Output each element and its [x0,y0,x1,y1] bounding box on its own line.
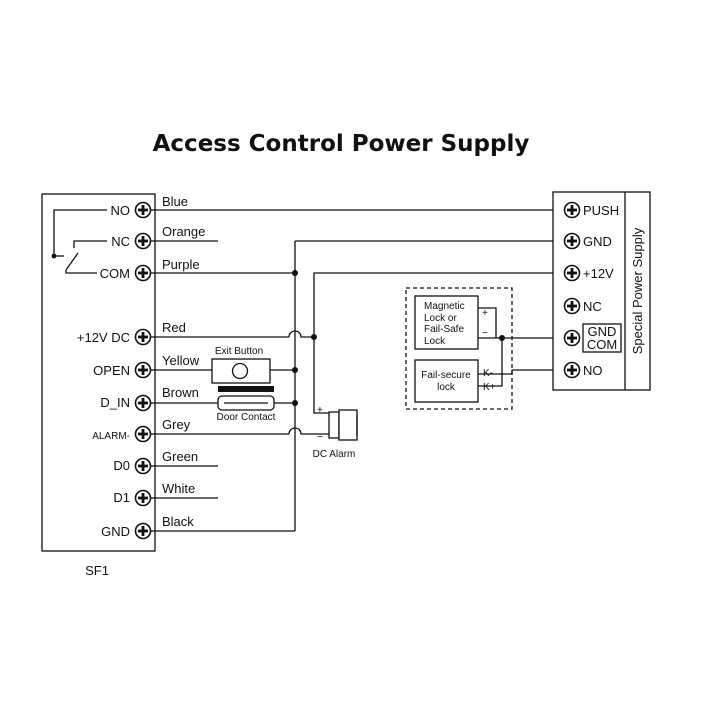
screw-terminal-icon [563,264,581,282]
wire-label-brown: Brown [162,385,199,400]
screw-terminal-icon [563,329,581,347]
psu-label-gnd-2: GND [588,324,617,339]
wire-label-white: White [162,481,195,496]
relay-symbol [51,209,107,274]
dc-alarm-device: + − DC Alarm [313,405,358,460]
screw-terminal-icon [134,394,152,412]
wire-label-black: Black [162,514,194,529]
mag-lock-plus: + [482,308,488,319]
dc-alarm-label: DC Alarm [313,449,356,460]
screw-terminal-icon [134,264,152,282]
alarm-minus-label: − [317,432,323,443]
wire-label-green: Green [162,449,198,464]
fail-secure-kplus: K+ [483,382,496,393]
psu-label-nc: NC [583,299,602,314]
wire-mag-plus [478,307,497,338]
screw-terminal-icon [563,297,581,315]
psu-label-12v: +12V [583,266,614,281]
psu-label-gnd: GND [583,234,612,249]
dc-alarm-icon [328,411,340,439]
screw-terminal-icon [134,201,152,219]
psu-gnd-com-box [582,323,622,353]
psu-label-com: COM [587,337,617,352]
fail-secure-line-2: lock [437,382,456,393]
terminal-label-open: OPEN [93,363,130,378]
terminal-label-12v-dc: +12V DC [77,330,130,345]
fail-secure-lock-device: Fail-secure lock K- K+ [414,359,496,403]
terminal-label-nc: NC [111,234,130,249]
terminal-label-gnd: GND [101,524,130,539]
terminal-label-d0: D0 [113,458,130,473]
mag-lock-line-3: Fail-Safe [424,324,464,335]
screw-terminal-icon [134,522,152,540]
exit-button-label: Exit Button [215,346,263,357]
wire-fs-kplus [478,338,503,387]
screw-terminal-icon [134,425,152,443]
diagram-title: Access Control Power Supply [153,131,530,157]
wire-red-hop [288,330,314,338]
fail-secure-lock-icon [414,359,479,403]
terminal-label-alarm: ALARM- [92,431,130,442]
wire-label-grey: Grey [162,417,191,432]
wire-label-blue: Blue [162,194,188,209]
screw-terminal-icon [563,232,581,250]
alarm-plus-label: + [317,405,323,416]
fail-secure-kminus: K- [483,368,493,379]
terminal-label-d1: D1 [113,490,130,505]
screw-terminal-icon [134,489,152,507]
wires [150,209,565,532]
terminal-label-no: NO [111,203,131,218]
wire-label-yellow: Yellow [162,353,200,368]
wire-grey-hop [288,427,329,435]
power-supply-box [552,191,651,391]
mag-lock-line-2: Lock or [424,313,457,324]
exit-button-device: Exit Button [211,346,271,384]
screw-terminal-icon [134,328,152,346]
screw-terminal-icon [134,232,152,250]
terminal-label-d-in: D_IN [100,395,130,410]
mag-lock-line-1: Magnetic [424,301,465,312]
psu-label-push: PUSH [583,203,619,218]
power-supply-unit: Special Power Supply PUSH GND +12V NC GN… [552,191,651,391]
magnetic-lock-icon [414,295,479,350]
lock-group-box [405,287,513,410]
mag-lock-minus: − [482,328,488,339]
mag-lock-line-4: Lock [424,336,446,347]
wire-label-red: Red [162,320,186,335]
fail-secure-line-1: Fail-secure [421,370,471,381]
door-contact-magnet-icon [218,386,274,392]
screw-terminal-icon [134,361,152,379]
door-contact-label: Door Contact [217,412,276,423]
terminal-label-com: COM [100,266,130,281]
magnetic-lock-device: Magnetic Lock or Fail-Safe Lock + − [414,295,488,350]
screw-terminal-icon [563,201,581,219]
power-supply-name: Special Power Supply [630,227,645,354]
wire-12v-bus [313,272,565,414]
screw-terminal-icon [134,457,152,475]
door-contact-device: Door Contact [217,386,276,423]
screw-terminal-icon [563,361,581,379]
psu-label-no: NO [583,363,603,378]
controller-name: SF1 [85,563,109,578]
wire-label-orange: Orange [162,224,205,239]
wire-label-purple: Purple [162,257,200,272]
